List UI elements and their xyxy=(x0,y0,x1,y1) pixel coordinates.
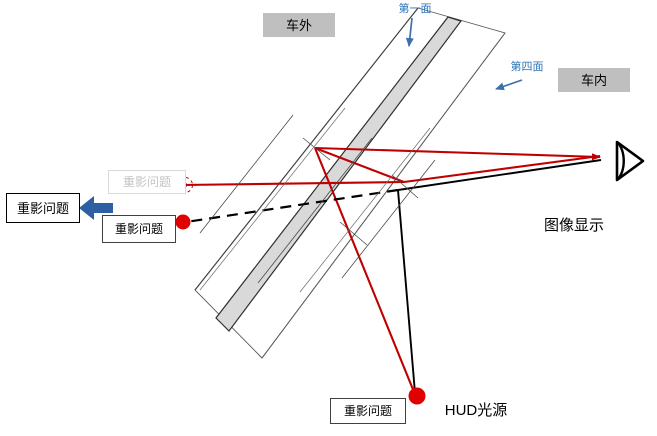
label-outside-vehicle: 车外 xyxy=(263,13,335,37)
label-ghosting-hud: 重影问题 xyxy=(330,398,406,424)
black-incident-ray xyxy=(397,189,416,394)
red-ray-path xyxy=(181,146,601,393)
red-virtual-extension-ray-2 xyxy=(403,154,601,184)
black-ray-path xyxy=(185,159,602,394)
eye-icon xyxy=(615,140,645,182)
blue-callout-arrows xyxy=(405,17,523,91)
label-hud-light-source: HUD光源 xyxy=(444,401,508,419)
label-ghosting-source-left: 重影问题 xyxy=(102,215,176,243)
glass-interlayer-band xyxy=(215,16,462,332)
label-inside-vehicle: 车内 xyxy=(558,68,630,92)
callout-arrow-first-surface xyxy=(405,17,414,47)
red-virtual-extension-ray xyxy=(181,180,405,187)
label-ghosting-main: 重影问题 xyxy=(6,193,80,223)
label-first-surface: 第一面 xyxy=(398,2,432,15)
glass-fourth-surface-line xyxy=(261,32,506,359)
red-incident-ray xyxy=(314,147,415,393)
hud-source-dot xyxy=(408,387,426,405)
glass-first-surface-line xyxy=(194,7,419,291)
construction-tick-marks xyxy=(199,114,436,284)
blue-left-arrow-icon xyxy=(79,196,113,220)
construction-guide-lines xyxy=(199,107,431,293)
label-ghosting-virtual-image: 重影问题 xyxy=(108,170,186,194)
label-fourth-surface: 第四面 xyxy=(510,60,544,73)
label-image-display: 图像显示 xyxy=(543,216,604,234)
red-reflected-ray xyxy=(314,147,405,183)
ghost-source-dot xyxy=(175,214,191,230)
callout-arrow-fourth-surface xyxy=(495,79,523,91)
black-exit-ray-to-eye xyxy=(397,159,602,191)
